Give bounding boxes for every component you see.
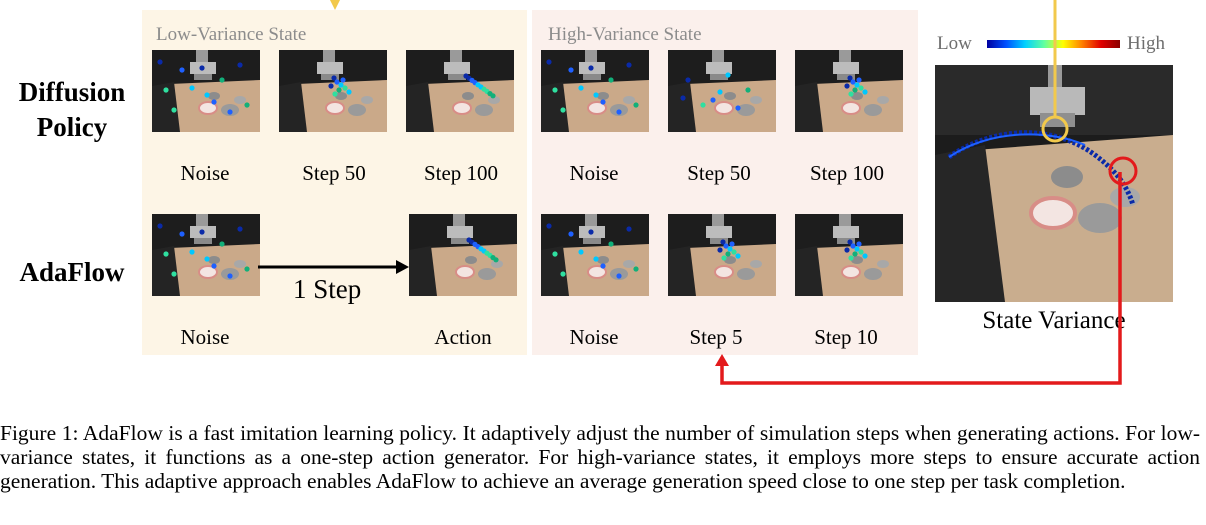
state-variance-title: State Variance: [982, 307, 1126, 334]
thumb-low-diffusion-step50: [279, 50, 387, 132]
thumb-high-diffusion-step50: [668, 50, 776, 132]
caption-low-adaflow-action: Action: [434, 325, 492, 349]
thumb-high-diffusion-noise: [541, 50, 649, 132]
thumb-high-adaflow-step5: [668, 214, 776, 296]
caption-low-diffusion-step50: Step 50: [302, 161, 366, 185]
legend-low-label: Low: [937, 33, 972, 54]
low-variance-title: Low-Variance State: [156, 24, 307, 45]
caption-high-adaflow-step5: Step 5: [689, 325, 743, 349]
caption-low-diffusion-noise: Noise: [180, 161, 230, 185]
one-step-label: 1 Step: [293, 274, 362, 304]
thumb-low-adaflow-action: [409, 214, 517, 296]
high-variance-title: High-Variance State: [548, 24, 702, 45]
caption-low-diffusion-step100: Step 100: [423, 161, 499, 185]
thumb-low-diffusion-step100: [406, 50, 514, 132]
thumb-low-diffusion-noise: [152, 50, 260, 132]
caption-low-adaflow-noise: Noise: [180, 325, 230, 349]
top-yellow-arrow: [330, 0, 340, 10]
diffusion-policy-label: Diffusion Policy: [18, 77, 126, 142]
caption-high-diffusion-step100: Step 100: [809, 161, 885, 185]
yellow-connector-line: [1053, 0, 1057, 118]
thumb-high-adaflow-step10: [795, 214, 903, 296]
thumb-high-adaflow-noise: [541, 214, 649, 296]
caption-high-diffusion-noise: Noise: [569, 161, 619, 185]
caption-high-adaflow-noise: Noise: [569, 325, 619, 349]
red-connector-arrow: [715, 172, 1122, 385]
thumb-low-adaflow-noise: [152, 214, 260, 296]
figure-caption: Figure 1: AdaFlow is a fast imitation le…: [0, 421, 1200, 493]
legend-high-label: High: [1127, 33, 1165, 54]
one-step-arrow: [258, 260, 409, 274]
caption-high-diffusion-step50: Step 50: [687, 161, 751, 185]
caption-high-adaflow-step10: Step 10: [814, 325, 878, 349]
adaflow-label: AdaFlow: [19, 257, 125, 287]
thumb-high-diffusion-step100: [795, 50, 903, 132]
